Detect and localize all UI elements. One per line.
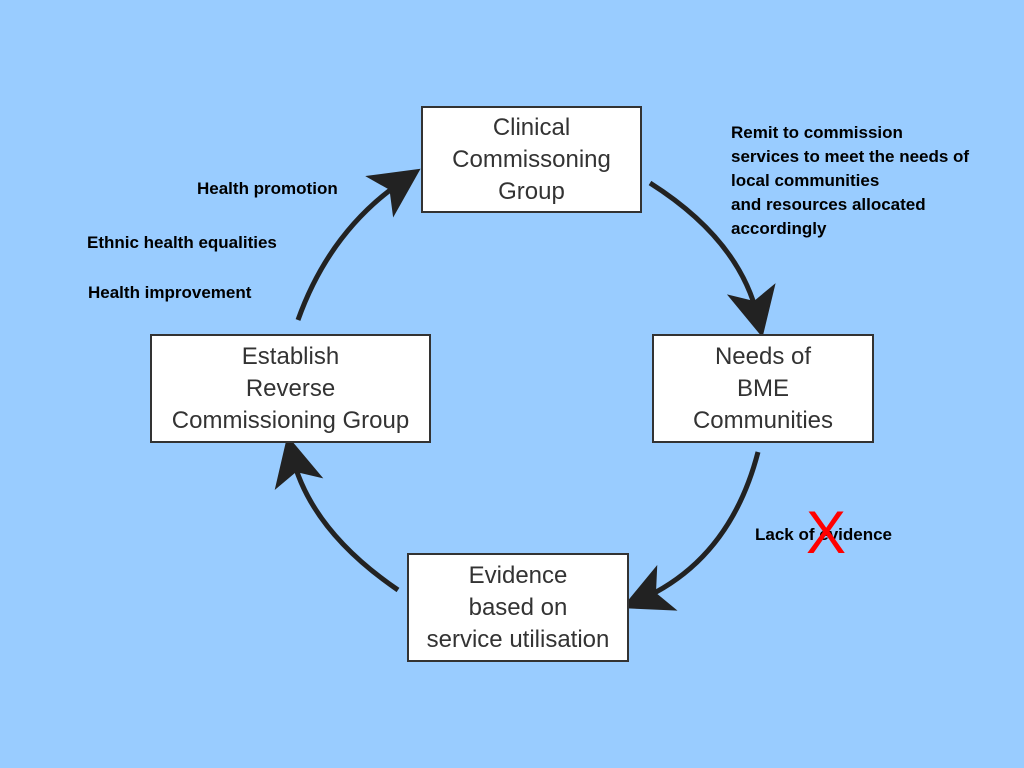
box-line: Commissoning (452, 145, 611, 173)
clinical-commissioning-group-box: Clinical Commissoning Group (421, 106, 642, 213)
box-line: Establish (241, 342, 340, 370)
remit-label: Remit to commission services to meet the… (731, 121, 969, 241)
box-line: Communities (692, 406, 834, 434)
lack-of-evidence-label: Lack of evidence (755, 525, 893, 544)
remit-line: accordingly (731, 219, 827, 238)
box-line: Needs of (714, 342, 812, 370)
box-line: based on (468, 593, 568, 621)
box-line: Commissioning Group (171, 406, 410, 434)
box-line: BME (736, 374, 789, 402)
needs-of-bme-communities-box: Needs of BME Communities (652, 334, 874, 443)
box-line: Evidence (468, 561, 568, 589)
box-line: Reverse (245, 374, 336, 402)
establish-reverse-commissioning-group-box: Establish Reverse Commissioning Group (150, 334, 431, 443)
arrow-ccg-to-needs (648, 180, 776, 338)
box-line: Group (498, 177, 565, 205)
remit-line: services to meet the needs of (731, 147, 970, 166)
arrow-evidence-to-establish (274, 435, 400, 593)
remit-line: local communities (731, 171, 880, 190)
arrow-establish-to-ccg (295, 168, 421, 321)
remit-line: and resources allocated (731, 195, 926, 214)
ethnic-health-equalities-label: Ethnic health equalities (87, 233, 277, 252)
health-promotion-label: Health promotion (197, 179, 338, 198)
health-improvement-label: Health improvement (88, 283, 252, 302)
box-line: Clinical (492, 113, 571, 141)
arrow-needs-to-evidence (621, 451, 761, 611)
red-cross-icon: X (806, 499, 847, 566)
evidence-service-utilisation-box: Evidence based on service utilisation (407, 553, 629, 662)
remit-line: Remit to commission (731, 123, 903, 142)
box-line: service utilisation (426, 625, 610, 653)
